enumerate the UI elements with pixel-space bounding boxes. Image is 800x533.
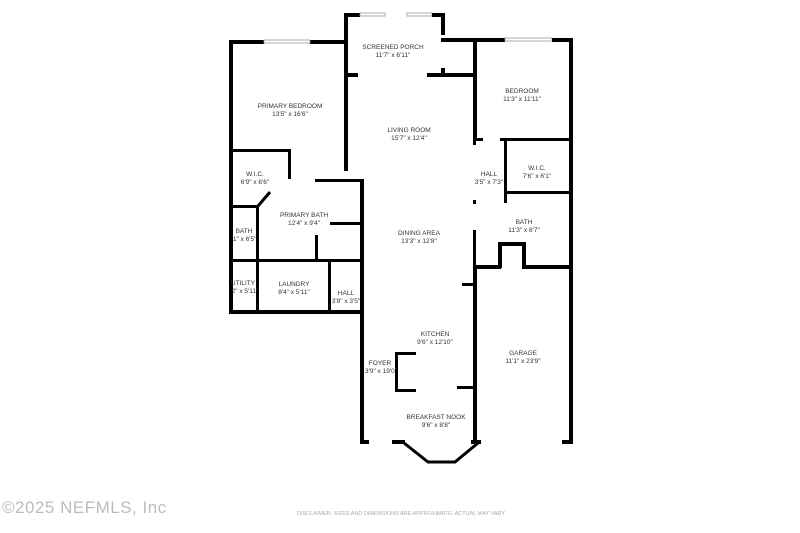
room-size-dining-area: 13'3" x 12'8"	[401, 238, 437, 245]
room-name-dining-area: DINING AREA	[398, 230, 441, 237]
room-name-bedroom: BEDROOM	[505, 88, 539, 95]
room-name-utility: UTILITY	[231, 280, 256, 287]
room-size-foyer: 3'9" x 19'0"	[365, 368, 398, 375]
room-size-screened-porch: 11'7" x 6'11"	[376, 52, 411, 59]
copyright-watermark: ©2025 NEFMLS, Inc	[2, 498, 167, 517]
room-size-laundry: 8'4" x 5'11"	[278, 289, 310, 296]
room-labels: SCREENED PORCH 11'7" x 6'11" PRIMARY BED…	[231, 44, 552, 429]
room-size-utility: 2" x 5'11"	[232, 288, 259, 295]
room-size-breakfast-nook: 9'6" x 8'8"	[422, 422, 451, 429]
disclaimer-text: DISCLAIMER: SIZES AND DIMENSIONS ARE APP…	[297, 511, 506, 517]
room-name-garage: GARAGE	[509, 350, 537, 357]
room-size-garage: 11'1" x 23'9"	[505, 358, 541, 365]
room-name-bath-left: BATH	[236, 228, 253, 235]
room-size-bedroom: 11'3" x 11'11"	[503, 96, 542, 103]
room-name-primary-bedroom: PRIMARY BEDROOM	[258, 103, 323, 110]
room-size-wic-primary: 6'9" x 6'6"	[241, 179, 270, 186]
room-size-wic-right: 7'6" x 6'1"	[523, 173, 552, 180]
room-name-screened-porch: SCREENED PORCH	[362, 44, 424, 51]
room-size-bath-left: '1" x 6'5"	[232, 236, 257, 243]
room-name-laundry: LAUNDRY	[279, 281, 311, 288]
room-size-bath-right: 11'3" x 8'7"	[508, 227, 540, 234]
room-name-bath-right: BATH	[516, 219, 533, 226]
room-size-hall-right: 3'5" x 7'3"	[475, 179, 504, 186]
room-size-primary-bedroom: 13'5" x 16'6"	[272, 111, 308, 118]
room-name-wic-right: W.I.C.	[528, 165, 546, 172]
room-name-hall-right: HALL	[481, 171, 498, 178]
room-name-kitchen: KITCHEN	[421, 331, 450, 338]
room-name-living-room: LIVING ROOM	[387, 127, 430, 134]
room-name-primary-bath: PRIMARY BATH	[280, 212, 328, 219]
room-name-breakfast-nook: BREAKFAST NOOK	[406, 414, 466, 421]
room-size-living-room: 15'7" x 12'4"	[391, 135, 427, 142]
room-size-primary-bath: 12'4" x 9'4"	[288, 220, 321, 227]
room-name-wic-primary: W.I.C.	[246, 171, 264, 178]
room-size-kitchen: 9'6" x 12'10"	[417, 339, 453, 346]
room-size-hall-center: 3'8" x 3'5"	[332, 298, 361, 305]
room-name-foyer: FOYER	[369, 360, 392, 367]
room-name-hall-center: HALL	[338, 290, 355, 297]
walls	[229, 12, 573, 464]
